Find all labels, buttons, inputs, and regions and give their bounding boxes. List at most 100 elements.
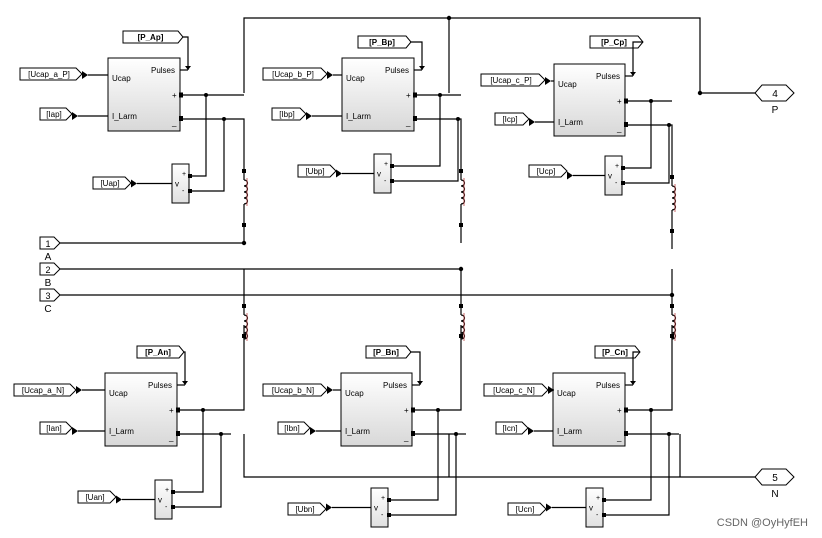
ucap-goto-tag[interactable] — [262, 67, 328, 81]
vm-minus-label: - — [384, 178, 387, 185]
arm-inductor[interactable] — [670, 269, 677, 341]
pulses-tag-label: [P_Cp] — [601, 38, 627, 47]
arm-inductor[interactable] — [459, 269, 466, 341]
ucap-tag-label: [Ucap_a_P] — [28, 70, 70, 79]
submodule-cp: PulsesUcapI_Larm+_[P_Cp][Ucap_c_P][Icp]+… — [480, 35, 677, 249]
plus-port — [179, 92, 183, 98]
minus-port-label: _ — [616, 433, 622, 442]
i-larm-tag-label: [Ian] — [46, 424, 62, 433]
voltage-goto-tag[interactable] — [528, 164, 568, 178]
i-larm-tag-label: [Iap] — [46, 110, 62, 119]
pulses-from-tag[interactable] — [357, 35, 412, 49]
ucap-goto-tag[interactable] — [480, 73, 546, 87]
voltage-tag-label: [Ucp] — [537, 167, 556, 176]
ucap-port-label: Ucap — [557, 389, 576, 398]
port-1-number: 1 — [45, 239, 50, 249]
i-larm-goto-tag[interactable] — [271, 107, 307, 121]
minus-port-label: _ — [403, 433, 409, 442]
i-larm-tag-label: [Icp] — [502, 115, 517, 124]
ucap-goto-tag[interactable] — [483, 383, 549, 397]
pulses-port-label: Pulses — [383, 381, 407, 390]
vm-minus-label: - — [615, 180, 618, 187]
minus-port — [413, 116, 417, 121]
i-larm-tag-label: [Ibp] — [279, 110, 295, 119]
pulses-from-tag[interactable] — [594, 345, 641, 359]
ucap-port-label: Ucap — [112, 74, 131, 83]
ucap-port-label: Ucap — [558, 80, 577, 89]
arm-inductor[interactable] — [670, 175, 677, 249]
minus-port — [176, 431, 180, 436]
port-4-name: P — [772, 105, 779, 116]
plus-port-label: + — [169, 406, 174, 415]
port-4[interactable]: 4 P — [754, 84, 795, 116]
ucap-port-label: Ucap — [109, 389, 128, 398]
voltage-goto-tag[interactable] — [287, 502, 327, 516]
plus-port — [176, 407, 180, 413]
minus-port — [624, 122, 628, 127]
arm-inductor[interactable] — [242, 269, 249, 341]
port-1[interactable]: 1 A — [39, 236, 61, 263]
voltage-goto-tag[interactable] — [507, 502, 547, 516]
vm-v-label: v — [608, 172, 612, 181]
arm-inductor[interactable] — [459, 169, 466, 243]
i-larm-port-label: I_Larm — [112, 112, 137, 121]
pulses-port-label: Pulses — [596, 381, 620, 390]
port-3-name: C — [44, 304, 51, 315]
voltage-goto-tag[interactable] — [77, 490, 117, 504]
plus-port-label: + — [406, 91, 411, 100]
ucap-goto-tag[interactable] — [13, 383, 77, 397]
ucap-goto-tag[interactable] — [262, 383, 328, 397]
port-3-number: 3 — [45, 291, 50, 301]
submodule-block[interactable] — [552, 372, 626, 447]
pulses-tag-label: [P_An] — [145, 348, 171, 357]
pulses-port-label: Pulses — [148, 381, 172, 390]
i-larm-port-label: I_Larm — [558, 118, 583, 127]
submodule-block[interactable] — [341, 57, 415, 132]
pulses-port-label: Pulses — [385, 66, 409, 75]
submodule-block[interactable] — [104, 372, 178, 447]
submodule-block[interactable] — [107, 57, 181, 132]
ucap-port-label: Ucap — [345, 389, 364, 398]
submodule-block[interactable] — [553, 63, 626, 137]
ucap-tag-label: [Ucap_b_P] — [272, 70, 314, 79]
plus-port — [624, 98, 628, 104]
pulses-tag-label: [P_Bn] — [373, 348, 399, 357]
submodule-an: PulsesUcapI_Larm+_[P_An][Ucap_a_N][Ian]+… — [13, 269, 249, 520]
pulses-from-tag[interactable] — [122, 30, 184, 44]
i-larm-port-label: I_Larm — [557, 427, 582, 436]
plus-port-label: + — [617, 97, 622, 106]
ucap-goto-tag[interactable] — [19, 67, 83, 81]
submodule-block[interactable] — [340, 372, 413, 447]
i-larm-goto-tag[interactable] — [39, 107, 73, 121]
port-2[interactable]: 2 B — [39, 262, 61, 289]
pulses-from-tag[interactable] — [365, 345, 412, 359]
port-5-number: 5 — [772, 473, 778, 484]
vm-minus-label: - — [165, 504, 168, 511]
voltage-tag-label: [Ubp] — [305, 167, 324, 176]
voltage-tag-label: [Ubn] — [295, 505, 314, 514]
i-larm-goto-tag[interactable] — [495, 421, 529, 435]
vm-minus-label: - — [381, 512, 384, 519]
i-larm-goto-tag[interactable] — [494, 112, 530, 126]
i-larm-goto-tag[interactable] — [39, 421, 73, 435]
bottom-bus-wire — [243, 434, 755, 478]
vm-v-label: v — [374, 504, 378, 513]
port-2-name: B — [45, 278, 52, 289]
voltage-goto-tag[interactable] — [92, 176, 132, 190]
voltage-goto-tag[interactable] — [297, 164, 337, 178]
arm-inductor[interactable] — [242, 169, 249, 243]
vm-plus-label: + — [182, 171, 186, 178]
phase-bus-wires — [60, 240, 675, 298]
pulses-tag-label: [P_Cn] — [602, 348, 628, 357]
voltage-tag-label: [Uap] — [100, 179, 119, 188]
vm-plus-label: + — [615, 163, 619, 170]
minus-port-label: _ — [168, 433, 174, 442]
submodule-ap: PulsesUcapI_Larm+_[P_Ap][Ucap_a_P][Iap]+… — [19, 30, 249, 243]
pulses-from-tag[interactable] — [589, 35, 644, 49]
pulses-from-tag[interactable] — [136, 345, 185, 359]
port-5[interactable]: 5 N — [754, 468, 795, 500]
port-4-number: 4 — [772, 89, 778, 100]
port-3[interactable]: 3 C — [39, 288, 61, 315]
i-larm-goto-tag[interactable] — [277, 421, 311, 435]
